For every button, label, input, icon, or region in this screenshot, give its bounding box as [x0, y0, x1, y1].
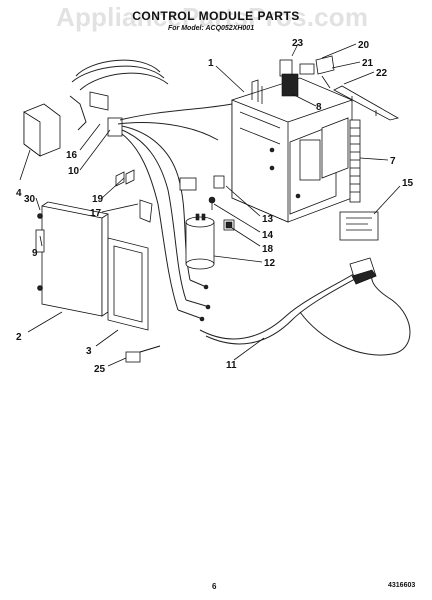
power-cord: [199, 257, 411, 356]
callout-16: 16: [66, 150, 78, 161]
callout-labels: 1 2 3 4 7 8 9 10 11 12 13 14 15 16 17 18…: [16, 38, 414, 375]
left-side-parts: [23, 103, 161, 363]
callout-1: 1: [208, 58, 214, 69]
callout-30: 30: [24, 194, 36, 205]
leader-lines: [19, 43, 401, 367]
callout-21: 21: [362, 58, 374, 69]
callout-17: 17: [90, 208, 102, 219]
callout-11: 11: [226, 360, 237, 371]
callout-4: 4: [16, 188, 22, 199]
control-box-housing: [231, 77, 353, 223]
capacitor: [185, 213, 215, 270]
callout-8: 8: [316, 102, 322, 113]
callout-7: 7: [390, 156, 396, 167]
front-panel: [41, 201, 109, 317]
insulation-panel: [107, 237, 149, 331]
callout-14: 14: [262, 230, 274, 241]
callout-9: 9: [32, 248, 38, 259]
callout-13: 13: [262, 214, 274, 225]
page-number: 6: [212, 582, 217, 591]
wiring-label: [339, 211, 379, 241]
mounting-rail: [333, 85, 400, 121]
callout-12: 12: [264, 258, 276, 269]
small-hardware: [115, 171, 235, 231]
callout-22: 22: [376, 68, 388, 79]
relay-and-clips: [279, 55, 335, 97]
model-subtitle: For Model: ACQ052XH001: [168, 25, 255, 32]
watermark: AppliancePartsPros.com: [56, 2, 369, 32]
callout-20: 20: [358, 40, 370, 51]
callout-10: 10: [68, 166, 80, 177]
callout-18: 18: [262, 244, 274, 255]
callout-3: 3: [86, 346, 92, 357]
callout-2: 2: [16, 332, 22, 343]
wire-harness: [69, 59, 233, 322]
page-title: CONTROL MODULE PARTS: [132, 9, 300, 23]
callout-15: 15: [402, 178, 414, 189]
document-number: 4316603: [388, 582, 416, 589]
callout-23: 23: [292, 38, 304, 49]
callout-19: 19: [92, 194, 104, 205]
callout-25: 25: [94, 364, 106, 375]
terminal-strip: [349, 119, 361, 203]
